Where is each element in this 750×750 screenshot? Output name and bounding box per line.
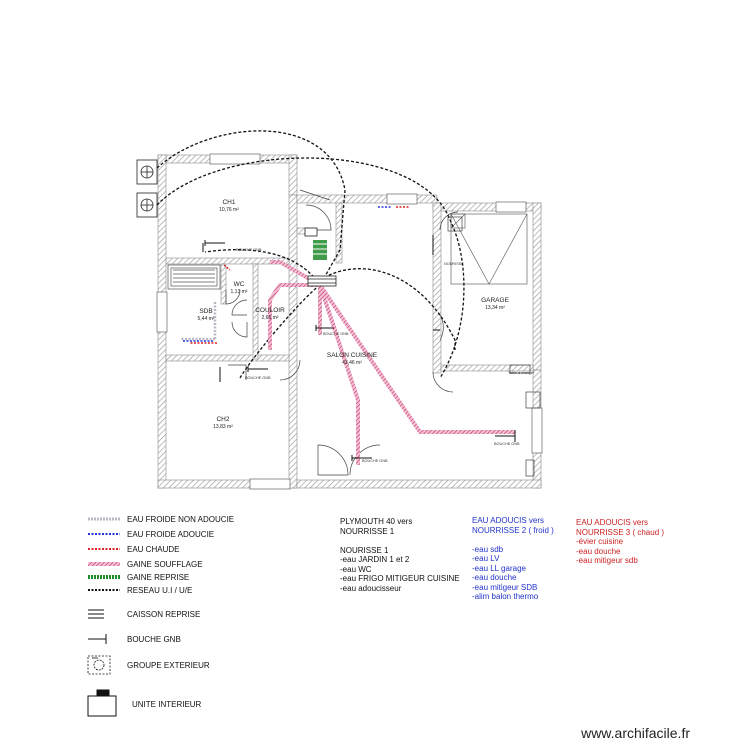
bathtub	[167, 264, 221, 290]
note-line	[472, 535, 554, 545]
caisson-reprise	[304, 227, 337, 287]
nourrisse-label: NOURISSE	[444, 262, 464, 266]
note-line: -eau mitigeur sdb	[576, 556, 638, 565]
room-name-ch1: CH1	[222, 199, 235, 206]
return-duct	[313, 240, 327, 260]
legend-label-1: EAU FROIDE ADOUCIE	[127, 530, 214, 539]
note-line: -eau douche	[576, 546, 621, 556]
room-area-couloir: 2,65 m²	[262, 315, 279, 321]
note-line: -eau sdb	[472, 544, 504, 554]
note-line: -évier cuisine	[576, 537, 624, 546]
legend-label-3: GAINE SOUFFLAGE	[127, 560, 203, 569]
room-area-salon: 43,46 m²	[342, 360, 362, 366]
legend-label-6: CAISSON REPRISE	[127, 610, 200, 619]
note-line: EAU ADOUCIS vers	[472, 516, 545, 525]
note-line: NOURRISSE 2 ( froid )	[472, 525, 554, 535]
legend-label-7: BOUCHE GNB	[127, 635, 181, 644]
equipment	[447, 216, 541, 477]
room-area-ch1: 10,76 m²	[219, 207, 239, 213]
room-area-garage: 13,34 m²	[485, 305, 505, 311]
note-line: NOURISSE 1	[340, 545, 389, 555]
room-name-wc: WC	[234, 281, 245, 288]
bouche-label-couloir: BOUCHE GNB	[323, 332, 349, 336]
bouche-gnb-icon	[88, 634, 107, 644]
table-label: Table à manger	[508, 371, 535, 375]
room-area-wc: 1,13 m²	[231, 289, 248, 295]
note-line	[340, 536, 460, 546]
note-line: -eau LL garage	[472, 563, 526, 573]
unite-interieur-icon	[87, 689, 117, 717]
note-line: -eau mitigeur SDB	[472, 582, 538, 592]
room-name-couloir: COULOIR	[255, 307, 285, 314]
bouche-label-right: BOUCHE GNB	[494, 442, 520, 446]
legend-label-4: GAINE REPRISE	[127, 573, 189, 582]
note-line: -alim balon thermo	[472, 592, 539, 601]
legend-label-5: RESEAU U.I / U/E	[127, 586, 192, 595]
note-line: -eau adoucisseur	[340, 583, 402, 593]
bouche-label-salon: BOUCHE GNB	[362, 459, 388, 463]
note-line: -eau douche	[472, 573, 517, 582]
note-line: -eau WC	[340, 564, 372, 574]
ui-ue-network	[156, 130, 465, 379]
soft-water-network	[183, 206, 392, 342]
legend-label-8: GROUPE EXTERIEUR	[127, 661, 210, 670]
note-line: NOURRISSE 1	[340, 526, 395, 536]
bouche-label-ch1: BOUCHE GNB	[236, 248, 262, 252]
cold-water-network	[180, 302, 217, 341]
groupe-exterieur-icon	[87, 655, 111, 675]
room-name-sdb: SDB	[199, 308, 212, 315]
plan-annotations: BOUCHE GNB BOUCHE GNB BOUCHE GNB BOUCHE …	[236, 248, 535, 463]
note-line: PLYMOUTH 40 vers	[340, 517, 413, 526]
note-line: EAU ADOUCIS vers	[576, 518, 649, 527]
bouche-label-ch2: BOUCHE GNB	[245, 376, 271, 380]
note-line: -eau JARDIN 1 et 2	[340, 555, 410, 564]
bouche-gnb-markers	[202, 235, 516, 461]
note-line: NOURRISSE 3 ( chaud )	[576, 527, 665, 537]
room-area-ch2: 13,83 m²	[213, 424, 233, 430]
legend-label-2: EAU CHAUDE	[127, 545, 179, 554]
garage-symbol	[450, 213, 528, 285]
legend-label-0: EAU FROIDE NON ADOUCIE	[127, 515, 234, 524]
room-name-salon: SALON CUISINE	[327, 352, 378, 359]
room-name-garage: GARAGE	[481, 297, 509, 304]
note-line: -eau FRIGO MITIGEUR CUISINE	[340, 574, 460, 583]
note-line: -eau LV	[472, 554, 500, 563]
caisson-reprise-icon	[88, 609, 104, 619]
room-labels: CH1 10,76 m² WC 1,13 m² SDB 5,44 m² COUL…	[198, 199, 510, 430]
watermark: www.archifacile.fr	[581, 725, 690, 741]
outdoor-unit-icon	[136, 159, 158, 218]
room-name-ch2: CH2	[216, 416, 229, 423]
hot-water-network	[190, 206, 410, 344]
legend-label-9: UNITE INTERIEUR	[132, 700, 202, 709]
supply-duct-network	[268, 260, 515, 465]
room-area-sdb: 5,44 m²	[198, 316, 215, 322]
legend: EAU FROIDE NON ADOUCIE EAU FROIDE ADOUCI…	[87, 515, 234, 717]
